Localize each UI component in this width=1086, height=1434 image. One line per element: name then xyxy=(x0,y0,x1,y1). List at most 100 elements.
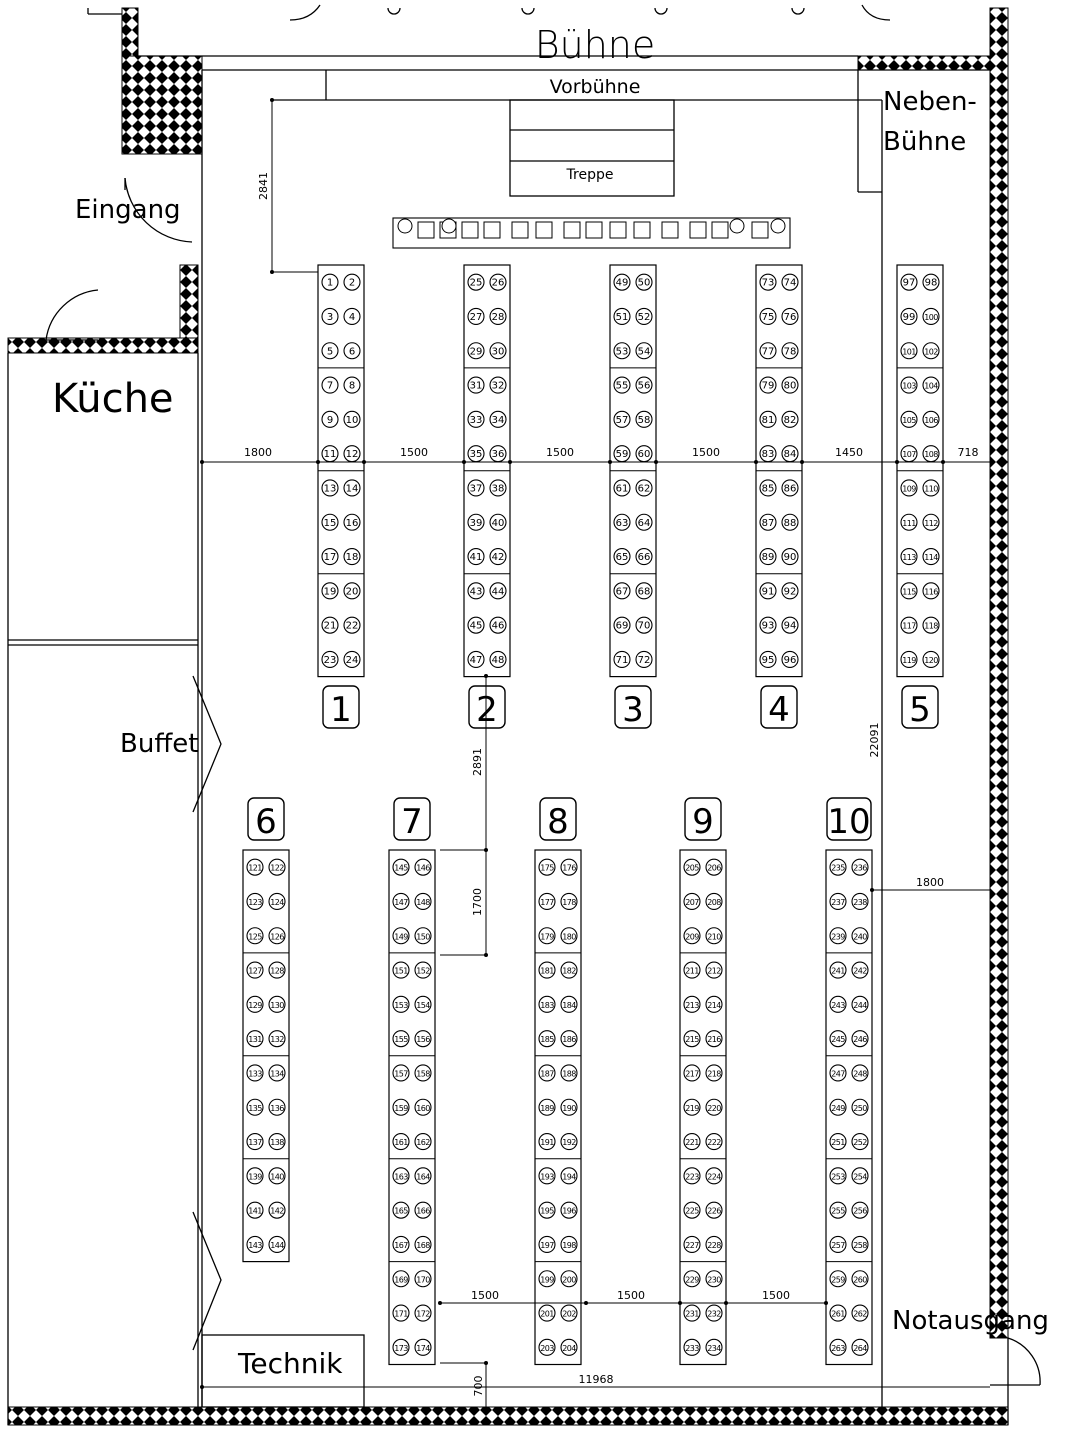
seat[interactable]: 240 xyxy=(851,927,869,945)
seat[interactable]: 238 xyxy=(851,892,869,911)
seat[interactable]: 14 xyxy=(343,479,361,497)
seat[interactable]: 230 xyxy=(705,1270,723,1288)
seat[interactable]: 5 xyxy=(321,342,339,360)
seat[interactable]: 40 xyxy=(489,513,507,531)
seat[interactable]: 78 xyxy=(781,342,799,360)
seat[interactable]: 217 xyxy=(683,1064,701,1082)
seat[interactable]: 150 xyxy=(414,927,432,945)
seat[interactable]: 206 xyxy=(705,858,723,876)
seat[interactable]: 52 xyxy=(635,307,653,326)
seat[interactable]: 189 xyxy=(538,1098,556,1116)
seat[interactable]: 139 xyxy=(246,1167,264,1185)
seat[interactable]: 38 xyxy=(489,479,507,497)
seat[interactable]: 97 xyxy=(900,273,918,291)
seat[interactable]: 263 xyxy=(829,1338,847,1356)
seat[interactable]: 261 xyxy=(829,1304,847,1322)
seat[interactable]: 83 xyxy=(759,445,777,463)
seat[interactable]: 195 xyxy=(538,1201,556,1219)
seat[interactable]: 236 xyxy=(851,858,869,876)
seat[interactable]: 15 xyxy=(321,513,339,531)
seat[interactable]: 39 xyxy=(467,513,485,531)
seat[interactable]: 262 xyxy=(851,1304,869,1322)
seat[interactable]: 33 xyxy=(467,410,485,428)
seat[interactable]: 44 xyxy=(489,582,507,600)
seat[interactable]: 95 xyxy=(759,650,777,669)
seat[interactable]: 245 xyxy=(829,1030,847,1048)
seat[interactable]: 122 xyxy=(268,858,286,876)
seat[interactable]: 149 xyxy=(392,927,410,945)
seat[interactable]: 32 xyxy=(489,376,507,394)
seat[interactable]: 193 xyxy=(538,1167,556,1185)
seat[interactable]: 171 xyxy=(392,1304,410,1322)
seat[interactable]: 30 xyxy=(489,342,507,360)
seat[interactable]: 74 xyxy=(781,273,799,291)
seat[interactable]: 164 xyxy=(414,1167,432,1185)
seat[interactable]: 23 xyxy=(321,650,339,669)
seat[interactable]: 167 xyxy=(392,1235,410,1253)
seat[interactable]: 162 xyxy=(414,1133,432,1151)
seat[interactable]: 252 xyxy=(851,1133,869,1151)
seat[interactable]: 226 xyxy=(705,1201,723,1219)
seat[interactable]: 82 xyxy=(781,410,799,428)
seat[interactable]: 221 xyxy=(683,1133,701,1151)
seat[interactable]: 159 xyxy=(392,1098,410,1116)
seat[interactable]: 253 xyxy=(829,1167,847,1185)
seat[interactable]: 70 xyxy=(635,616,653,634)
seat[interactable]: 86 xyxy=(781,479,799,497)
seat[interactable]: 13 xyxy=(321,479,339,497)
seat[interactable]: 129 xyxy=(246,995,264,1013)
seat[interactable]: 128 xyxy=(268,961,286,979)
seat[interactable]: 92 xyxy=(781,582,799,600)
seat[interactable]: 77 xyxy=(759,342,777,360)
seat[interactable]: 103 xyxy=(900,376,918,394)
seat[interactable]: 146 xyxy=(414,858,432,876)
seat[interactable]: 127 xyxy=(246,961,264,979)
seat[interactable]: 26 xyxy=(489,273,507,291)
seat[interactable]: 201 xyxy=(538,1304,556,1322)
seat[interactable]: 208 xyxy=(705,892,723,911)
seat[interactable]: 9 xyxy=(321,410,339,428)
seat[interactable]: 172 xyxy=(414,1304,432,1322)
seat[interactable]: 219 xyxy=(683,1098,701,1116)
seat[interactable]: 205 xyxy=(683,858,701,876)
seat[interactable]: 114 xyxy=(922,547,940,566)
seat[interactable]: 254 xyxy=(851,1167,869,1185)
seat[interactable]: 234 xyxy=(705,1338,723,1356)
seat[interactable]: 84 xyxy=(781,445,799,463)
seat[interactable]: 185 xyxy=(538,1030,556,1048)
seat[interactable]: 37 xyxy=(467,479,485,497)
seat[interactable]: 242 xyxy=(851,961,869,979)
seat[interactable]: 93 xyxy=(759,616,777,634)
seat[interactable]: 85 xyxy=(759,479,777,497)
seat[interactable]: 204 xyxy=(560,1338,578,1356)
seat[interactable]: 136 xyxy=(268,1098,286,1116)
seat[interactable]: 68 xyxy=(635,582,653,600)
seat[interactable]: 247 xyxy=(829,1064,847,1082)
seat[interactable]: 43 xyxy=(467,582,485,600)
seat[interactable]: 115 xyxy=(900,582,918,600)
seat[interactable]: 25 xyxy=(467,273,485,291)
seat[interactable]: 140 xyxy=(268,1167,286,1185)
seat[interactable]: 186 xyxy=(560,1030,578,1048)
seat[interactable]: 251 xyxy=(829,1133,847,1151)
seat[interactable]: 126 xyxy=(268,927,286,945)
seat[interactable]: 62 xyxy=(635,479,653,497)
seat[interactable]: 17 xyxy=(321,547,339,566)
seat[interactable]: 47 xyxy=(467,650,485,669)
seat[interactable]: 210 xyxy=(705,927,723,945)
seat[interactable]: 174 xyxy=(414,1338,432,1356)
seat[interactable]: 71 xyxy=(613,650,631,669)
seat[interactable]: 191 xyxy=(538,1133,556,1151)
seat[interactable]: 184 xyxy=(560,995,578,1013)
seat[interactable]: 50 xyxy=(635,273,653,291)
seat[interactable]: 24 xyxy=(343,650,361,669)
seat[interactable]: 170 xyxy=(414,1270,432,1288)
seat[interactable]: 225 xyxy=(683,1201,701,1219)
seat[interactable]: 111 xyxy=(900,513,918,531)
seat[interactable]: 239 xyxy=(829,927,847,945)
seat[interactable]: 89 xyxy=(759,547,777,566)
seat[interactable]: 132 xyxy=(268,1030,286,1048)
seat[interactable]: 181 xyxy=(538,961,556,979)
seat[interactable]: 7 xyxy=(321,376,339,394)
seat[interactable]: 148 xyxy=(414,892,432,911)
